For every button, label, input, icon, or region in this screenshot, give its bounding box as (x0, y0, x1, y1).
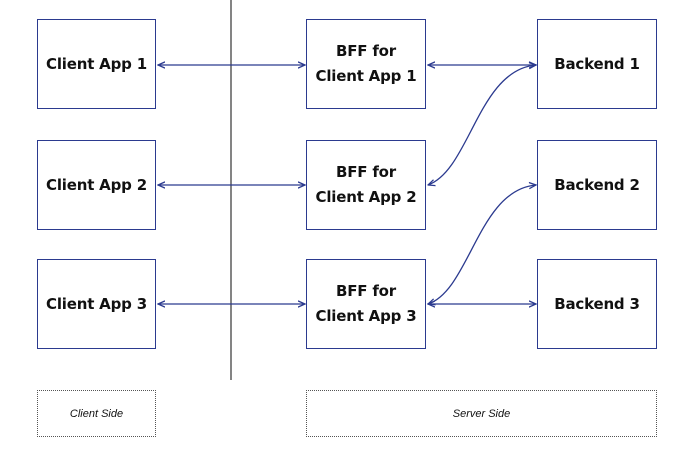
client-app-3-box: Client App 3 (37, 259, 156, 349)
backend-2-box: Backend 2 (537, 140, 657, 230)
bff-client-app-1-label: BFF for Client App 1 (315, 42, 417, 85)
server-side-label: Server Side (452, 407, 511, 420)
bff-client-app-1-box: BFF for Client App 1 (306, 19, 426, 109)
client-side-zone: Client Side (37, 390, 156, 437)
bff-client-app-2-label: BFF for Client App 2 (315, 163, 417, 206)
arrow-bff3-backend2 (428, 185, 536, 304)
client-app-2-label: Client App 2 (46, 175, 147, 194)
client-side-label: Client Side (69, 407, 124, 420)
client-app-2-box: Client App 2 (37, 140, 156, 230)
bff-client-app-3-box: BFF for Client App 3 (306, 259, 426, 349)
bff-client-app-2-box: BFF for Client App 2 (306, 140, 426, 230)
backend-3-box: Backend 3 (537, 259, 657, 349)
backend-3-label: Backend 3 (554, 294, 640, 313)
server-side-zone: Server Side (306, 390, 657, 437)
client-app-1-box: Client App 1 (37, 19, 156, 109)
client-app-3-label: Client App 3 (46, 294, 147, 313)
bff-client-app-3-label: BFF for Client App 3 (315, 282, 417, 325)
backend-1-box: Backend 1 (537, 19, 657, 109)
client-app-1-label: Client App 1 (46, 54, 147, 73)
backend-1-label: Backend 1 (554, 54, 640, 73)
arrow-bff2-backend1 (428, 65, 536, 185)
backend-2-label: Backend 2 (554, 175, 640, 194)
